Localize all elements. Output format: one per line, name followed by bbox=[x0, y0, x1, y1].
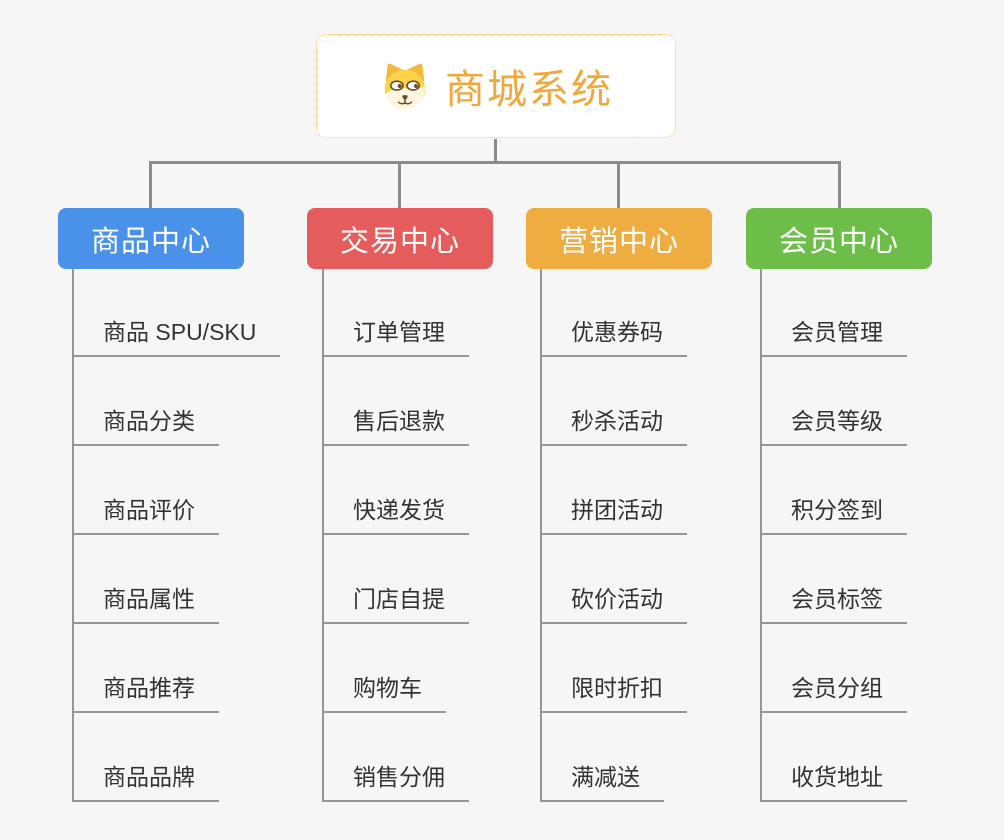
horizontal-connector-line bbox=[149, 161, 841, 164]
branch-children-product: 商品 SPU/SKU 商品分类 商品评价 商品属性 商品推荐 商品品牌 bbox=[72, 0, 281, 840]
leaf-node[interactable]: 商品品牌 bbox=[72, 758, 219, 802]
branch-stub-line bbox=[398, 161, 401, 209]
branch-node-marketing[interactable]: 营销中心 bbox=[526, 208, 712, 269]
leaf-node[interactable]: 商品分类 bbox=[72, 402, 219, 446]
branch-children-marketing: 优惠券码 秒杀活动 拼团活动 砍价活动 限时折扣 满减送 bbox=[540, 0, 687, 840]
leaf-node[interactable]: 收货地址 bbox=[760, 758, 907, 802]
root-stem-line bbox=[494, 139, 497, 162]
leaf-node[interactable]: 商品 SPU/SKU bbox=[72, 313, 281, 357]
leaf-node[interactable]: 会员管理 bbox=[760, 313, 907, 357]
leaf-node[interactable]: 售后退款 bbox=[322, 402, 469, 446]
leaf-node[interactable]: 积分签到 bbox=[760, 491, 907, 535]
branch-children-trade: 订单管理 售后退款 快递发货 门店自提 购物车 销售分佣 bbox=[322, 0, 469, 840]
leaf-node[interactable]: 商品推荐 bbox=[72, 669, 219, 713]
branch-stub-line bbox=[149, 161, 152, 209]
leaf-node[interactable]: 砍价活动 bbox=[540, 580, 687, 624]
branch-stub-line bbox=[617, 161, 620, 209]
branch-stub-line bbox=[838, 161, 841, 209]
root-node[interactable]: 商城系统 bbox=[316, 34, 676, 138]
leaf-node[interactable]: 购物车 bbox=[322, 669, 446, 713]
branch-children-member: 会员管理 会员等级 积分签到 会员标签 会员分组 收货地址 bbox=[760, 0, 907, 840]
leaf-node[interactable]: 快递发货 bbox=[322, 491, 469, 535]
branch-node-product[interactable]: 商品中心 bbox=[58, 208, 244, 269]
column-spine-line bbox=[322, 269, 324, 802]
branch-node-trade[interactable]: 交易中心 bbox=[307, 208, 493, 269]
leaf-node[interactable]: 会员分组 bbox=[760, 669, 907, 713]
shiba-dog-face-icon bbox=[379, 61, 431, 111]
root-title: 商城系统 bbox=[445, 68, 613, 112]
leaf-node[interactable]: 会员标签 bbox=[760, 580, 907, 624]
leaf-node[interactable]: 商品属性 bbox=[72, 580, 219, 624]
leaf-node[interactable]: 秒杀活动 bbox=[540, 402, 687, 446]
leaf-node[interactable]: 限时折扣 bbox=[540, 669, 687, 713]
leaf-node[interactable]: 拼团活动 bbox=[540, 491, 687, 535]
leaf-node[interactable]: 订单管理 bbox=[322, 313, 469, 357]
branch-node-member[interactable]: 会员中心 bbox=[746, 208, 932, 269]
leaf-node[interactable]: 满减送 bbox=[540, 758, 664, 802]
leaf-node[interactable]: 销售分佣 bbox=[322, 758, 469, 802]
column-spine-line bbox=[540, 269, 542, 802]
leaf-node[interactable]: 优惠券码 bbox=[540, 313, 687, 357]
leaf-node[interactable]: 商品评价 bbox=[72, 491, 219, 535]
column-spine-line bbox=[760, 269, 762, 802]
column-spine-line bbox=[72, 269, 74, 802]
leaf-node[interactable]: 门店自提 bbox=[322, 580, 469, 624]
leaf-node[interactable]: 会员等级 bbox=[760, 402, 907, 446]
